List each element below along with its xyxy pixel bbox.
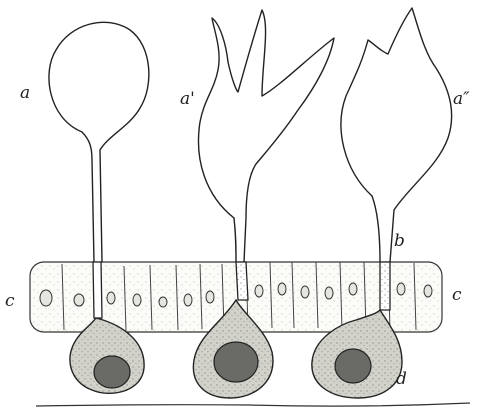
sensory-cell-a-prime: [193, 10, 334, 398]
sensory-cell-a-double-prime: [312, 8, 452, 398]
label-a-double-prime: a″: [453, 89, 470, 109]
sensory-cell-a: [49, 22, 149, 393]
label-d: d: [396, 369, 407, 389]
label-a-prime: a': [180, 89, 195, 109]
label-c-right: c: [452, 285, 462, 305]
label-a: a: [20, 83, 30, 103]
basement-membrane: [36, 403, 470, 406]
label-b: b: [394, 231, 405, 251]
label-c-left: c: [5, 291, 15, 311]
